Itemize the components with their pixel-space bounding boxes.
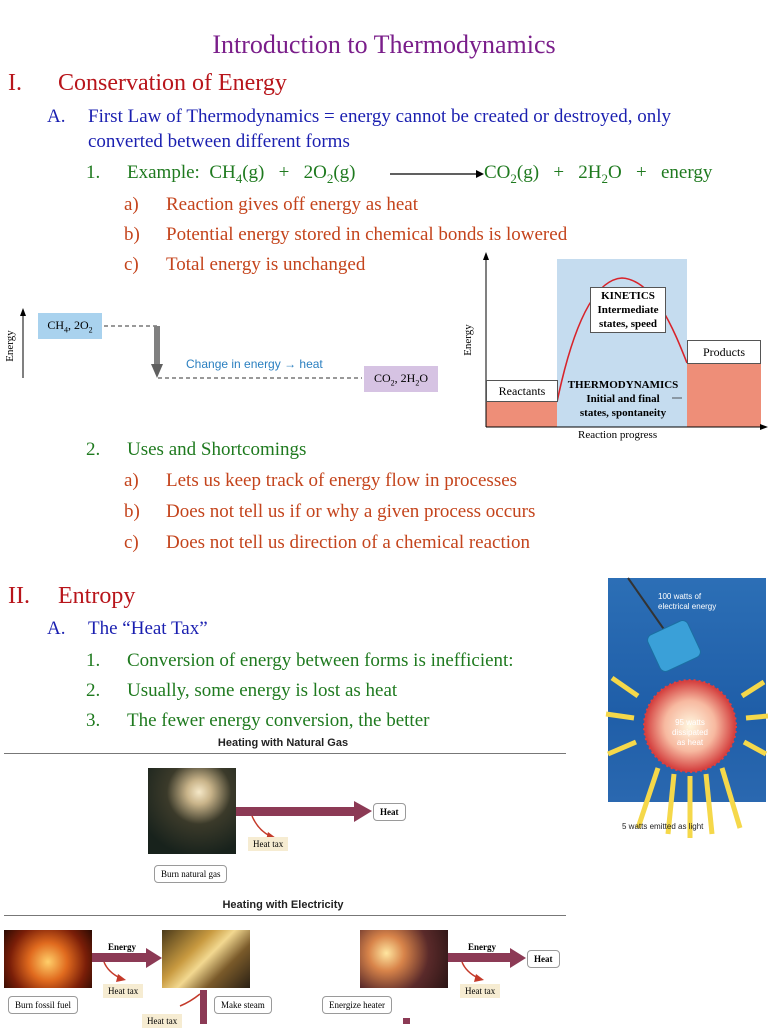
uses-heading: Uses and Shortcomings	[127, 439, 307, 460]
sub-item-b-label: b)	[124, 224, 140, 245]
elec-energy-arrow-1-icon	[92, 948, 162, 982]
heat-tax-heading: The “Heat Tax”	[88, 618, 208, 639]
reaction-progress-label: Reaction progress	[578, 429, 658, 441]
gas-panel-rule	[4, 753, 566, 754]
light-bulb-icon	[605, 577, 768, 838]
gas-heat-tax-tag: Heat tax	[248, 837, 289, 851]
formula-co2-sub: 2	[510, 170, 517, 186]
formula-ch4-sub: 4	[235, 170, 243, 186]
sub-item-a-label: a)	[124, 194, 139, 215]
heat-tax-label: A.	[47, 618, 66, 639]
elec-energy-label-1: Energy	[108, 942, 136, 952]
elec-heat-tax-1: Heat tax	[103, 984, 144, 998]
entropy-item-3-text: The fewer energy conversion, the better	[127, 710, 430, 731]
plus-sign: +	[553, 162, 565, 183]
bulb-light-label: 5 watts emitted as light	[622, 822, 704, 831]
elec-heat-tag: Heat	[527, 950, 560, 968]
products-box: Products	[687, 340, 761, 364]
reaction-arrow-icon	[390, 170, 484, 178]
uses-label: 2.	[86, 439, 101, 460]
gas-heat-tag: Heat	[373, 803, 406, 821]
energy-drop-lines	[104, 325, 362, 379]
section-1-heading: Conservation of Energy	[58, 70, 287, 96]
entropy-item-2-text: Usually, some energy is lost as heat	[127, 680, 398, 701]
energize-heater-caption: Energize heater	[322, 996, 393, 1014]
entropy-item-3-label: 3.	[86, 710, 101, 731]
example-equation-left: Example: CH4(g) + 2O2(g)	[127, 162, 355, 187]
kinetics-label: KINETICS Intermediate states, speed	[590, 287, 666, 333]
uses-item-b-text: Does not tell us if or why a given proce…	[166, 501, 536, 522]
example-label: 1.	[86, 162, 101, 183]
elec-down-arrow-2	[403, 1018, 410, 1024]
formula-h2o-o: O	[608, 162, 622, 183]
bulb-input-label: 100 watts of electrical energy	[658, 592, 717, 611]
state-g1: (g)	[242, 162, 265, 183]
sub-item-c-text: Total energy is unchanged	[166, 254, 366, 275]
entropy-item-1-label: 1.	[86, 650, 101, 671]
section-2-heading: Entropy	[58, 583, 136, 609]
heater-photo	[360, 930, 448, 988]
plus-sign: +	[278, 162, 290, 183]
example-equation-right: CO2(g) + 2H2O + energy	[484, 162, 712, 187]
reactant-level-text: CH4, 2O2	[47, 317, 93, 335]
elec-down-arrow-icon	[179, 990, 207, 1024]
energy-word: energy	[660, 162, 713, 183]
formula-o2-sub: 2	[326, 170, 334, 186]
plus-sign: +	[636, 162, 647, 183]
thermodynamics-label: THERMODYNAMICS Initial and final states,…	[567, 379, 679, 419]
light-bulb-illustration: 100 watts of electrical energy 95 watts …	[605, 577, 768, 838]
state-g3: (g)	[516, 162, 540, 183]
first-law-line-2: converted between different forms	[88, 131, 350, 152]
elec-energy-arrow-2-icon	[448, 948, 526, 982]
entropy-item-1-text: Conversion of energy between forms is in…	[127, 650, 514, 671]
elec-energy-label-2: Energy	[468, 942, 496, 952]
product-level-box: CO2, 2H2O	[364, 366, 438, 392]
section-2-numeral: II.	[8, 583, 30, 609]
formula-ch4: CH	[209, 162, 236, 183]
burn-fossil-fuel-caption: Burn fossil fuel	[8, 996, 78, 1014]
fossil-fuel-photo	[4, 930, 92, 988]
steam-plant-photo	[162, 930, 250, 988]
formula-o2: 2O	[303, 162, 327, 183]
uses-item-c-text: Does not tell us direction of a chemical…	[166, 532, 531, 553]
furnace-photo	[148, 768, 236, 854]
example-word: Example:	[127, 162, 200, 183]
product-level-text: CO2, 2H2O	[373, 370, 428, 388]
sub-item-a-text: Reaction gives off energy as heat	[166, 194, 419, 215]
uses-item-a-text: Lets us keep track of energy flow in pro…	[166, 470, 518, 491]
reactants-box: Reactants	[486, 380, 558, 402]
sub-item-c-label: c)	[124, 254, 139, 275]
page-title: Introduction to Thermodynamics	[212, 30, 556, 59]
burn-natural-gas-caption: Burn natural gas	[154, 865, 228, 883]
entropy-item-2-label: 2.	[86, 680, 101, 701]
section-1-numeral: I.	[8, 70, 22, 96]
elec-panel-title: Heating with Electricity	[222, 899, 344, 911]
elec-heat-tax-3: Heat tax	[460, 984, 501, 998]
formula-h2o: 2H	[578, 162, 602, 183]
state-g2: (g)	[333, 162, 356, 183]
bulb-heat-label: 95 watts dissipated as heat	[671, 718, 709, 747]
item-a-label: A.	[47, 106, 66, 127]
uses-item-a-label: a)	[124, 470, 139, 491]
uses-item-c-label: c)	[124, 532, 139, 553]
gas-panel-title: Heating with Natural Gas	[217, 737, 349, 749]
formula-co2: CO	[484, 162, 511, 183]
first-law-line-1: First Law of Thermodynamics = energy can…	[88, 106, 672, 127]
left-energy-axis-label: Energy	[3, 330, 16, 362]
left-energy-axis	[20, 308, 26, 378]
elec-heat-tax-2: Heat tax	[142, 1014, 183, 1028]
make-steam-caption: Make steam	[214, 996, 272, 1014]
formula-h2o-sub: 2	[601, 170, 609, 186]
reactant-level-box: CH4, 2O2	[38, 313, 102, 339]
right-energy-axis-label: Energy	[461, 324, 474, 356]
sub-item-b-text: Potential energy stored in chemical bond…	[166, 224, 568, 245]
uses-item-b-label: b)	[124, 501, 140, 522]
elec-panel-rule	[4, 915, 566, 916]
change-in-energy-label: Change in energy → heat	[186, 357, 323, 371]
